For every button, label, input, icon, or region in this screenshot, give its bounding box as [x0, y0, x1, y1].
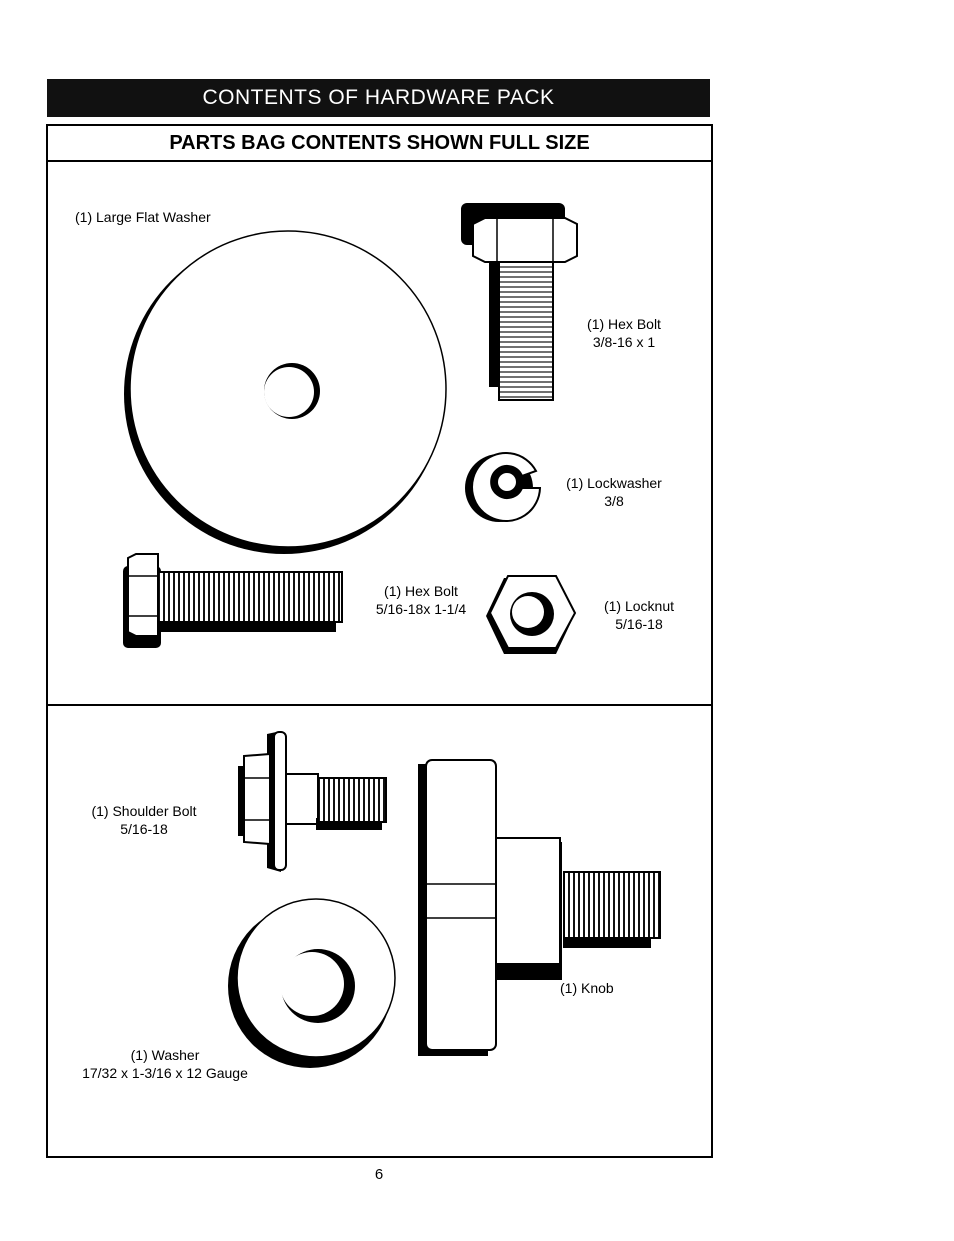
- hex-bolt-small-name: (1) Hex Bolt: [384, 583, 458, 599]
- knob-label: (1) Knob: [560, 980, 614, 996]
- lockwasher-size: 3/8: [604, 493, 624, 509]
- washer-size: 17/32 x 1-3/16 x 12 Gauge: [82, 1065, 248, 1081]
- washer-name: (1) Washer: [130, 1047, 200, 1063]
- hex-bolt-small-icon: [123, 553, 343, 648]
- page-number: 6: [374, 1166, 384, 1183]
- knob-icon: [418, 759, 661, 1056]
- lockwasher-label: (1) Lockwasher 3/8: [560, 474, 668, 510]
- hex-bolt-large-label: (1) Hex Bolt 3/8-16 x 1: [584, 315, 664, 351]
- locknut-name: (1) Locknut: [603, 598, 675, 614]
- shoulder-bolt-label: (1) Shoulder Bolt 5/16-18: [86, 802, 202, 838]
- lockwasher-name: (1) Lockwasher: [566, 475, 662, 491]
- section-divider: [48, 704, 711, 706]
- locknut-icon: [486, 575, 577, 654]
- hex-bolt-large-name: (1) Hex Bolt: [587, 316, 661, 332]
- lockwasher-icon: [465, 452, 542, 523]
- hex-bolt-large-size: 3/8-16 x 1: [592, 334, 656, 350]
- washer-label: (1) Washer 17/32 x 1-3/16 x 12 Gauge: [72, 1046, 258, 1082]
- parts-frame: PARTS BAG CONTENTS SHOWN FULL SIZE: [46, 124, 713, 1158]
- hardware-pack-banner: CONTENTS OF HARDWARE PACK: [47, 79, 710, 117]
- large-flat-washer-icon: [124, 230, 447, 554]
- shoulder-bolt-size: 5/16-18: [120, 821, 168, 837]
- locknut-size: 5/16-18: [615, 616, 663, 632]
- hex-bolt-small-size: 5/16-18x 1-1/4: [375, 601, 467, 617]
- locknut-label: (1) Locknut 5/16-18: [597, 597, 681, 633]
- large-flat-washer-label: (1) Large Flat Washer: [75, 209, 211, 225]
- banner-title: CONTENTS OF HARDWARE PACK: [202, 86, 555, 109]
- shoulder-bolt-icon: [238, 731, 387, 872]
- parts-illustration: [123, 203, 661, 1068]
- section-title: PARTS BAG CONTENTS SHOWN FULL SIZE: [48, 126, 711, 162]
- washer-icon: [228, 898, 396, 1068]
- hex-bolt-small-label: (1) Hex Bolt 5/16-18x 1-1/4: [366, 582, 476, 618]
- hex-bolt-large-icon: [461, 203, 578, 401]
- shoulder-bolt-name: (1) Shoulder Bolt: [91, 803, 197, 819]
